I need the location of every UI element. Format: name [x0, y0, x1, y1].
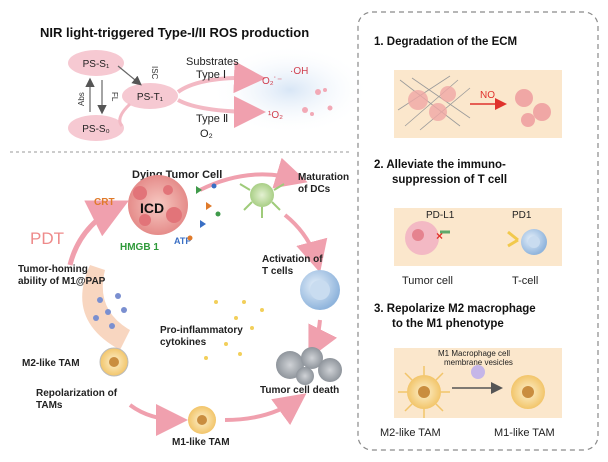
pd1-label: PD1 — [512, 210, 532, 221]
ps-t1-blob — [122, 83, 178, 109]
icd-label: ICD — [140, 200, 164, 216]
ps-s1-label: PS-S₁ — [83, 59, 110, 70]
pdt-label: PDT — [30, 229, 64, 248]
cycle-arrow-right-1 — [283, 213, 328, 273]
o2-label: O₂ — [200, 128, 213, 140]
m1-vesicles-label: M1 Macrophage cell membrane vesicles — [438, 349, 513, 367]
ps-s0-blob — [68, 115, 124, 141]
therapy-benefits-panel: 1. Degradation of the ECM NO 2. Alleviat… — [357, 11, 599, 451]
singlet-oxygen-label: ¹O₂ — [268, 110, 283, 121]
immune-cycle-panel: Dying Tumor Cell ICD CRT HMGB 1 ATP PDT … — [18, 157, 349, 448]
maturation-dcs-label-line1: Maturation — [298, 172, 349, 183]
damp-particles — [187, 183, 221, 241]
pd-t-cell — [521, 229, 547, 255]
type1-arrow — [176, 61, 266, 94]
isc-label: ISC — [150, 66, 159, 80]
m1-tam-label: M1-like TAM — [172, 437, 230, 448]
item3-title: 3. Repolarize M2 macrophage to the M1 ph… — [374, 303, 539, 330]
hmgb1-label: HMGB 1 — [120, 242, 159, 253]
cytokine-particles — [204, 300, 264, 360]
t-cell — [300, 270, 340, 310]
item2-title: 2. Alleviate the immuno- suppression of … — [374, 159, 509, 186]
cycle-arrow-top — [199, 157, 308, 192]
ecm-tumor-cells — [408, 86, 456, 121]
item3-title-line1: 3. Repolarize M2 macrophage — [374, 303, 536, 315]
cycle-arrow-to-death — [224, 393, 307, 426]
substrates-label: Substrates — [186, 56, 239, 68]
item2-title-line2: suppression of T cell — [392, 174, 507, 186]
superoxide-label: O₂˙⁻ — [262, 76, 282, 87]
pro-inflammatory-label-line2: cytokines — [160, 337, 207, 348]
pro-inflammatory-label-line1: Pro-inflammatory — [160, 325, 243, 336]
item1-title: 1. Degradation of the ECM — [374, 36, 517, 48]
no-label: NO — [480, 90, 495, 101]
m2-macrophage — [398, 366, 450, 418]
tumor-cell-label: Tumor cell — [402, 275, 453, 287]
tumor-homing-label-line2: ability of M1@PAP — [18, 276, 106, 287]
type2-arrow — [177, 95, 266, 128]
pdt-arrow — [67, 200, 129, 266]
activation-t-label-line1: Activation of — [262, 254, 323, 265]
hydroxyl-label: ·OH — [290, 66, 308, 77]
ros-panel-title: NIR light-triggered Type-I/II ROS produc… — [40, 25, 309, 40]
ps-s0-label: PS-S₀ — [82, 124, 110, 135]
m1-like-tam-right-label: M1-like TAM — [494, 427, 555, 439]
pd-tumor-cell — [405, 221, 439, 255]
crt-label: CRT — [94, 197, 115, 208]
repolarization-label-line1: Repolarization of — [36, 388, 118, 399]
free-tumor-cells — [515, 89, 551, 127]
dead-tumor-cells — [276, 347, 342, 385]
item3-title-line2: to the M1 phenotype — [392, 318, 504, 330]
m2-tam-cell — [99, 347, 129, 377]
atp-label: ATP — [174, 236, 191, 246]
cycle-arrow-bottom — [128, 403, 188, 436]
dying-tumor-cell — [128, 175, 188, 235]
vesicle — [471, 365, 485, 379]
repolarization-label-line2: TAMs — [36, 400, 63, 411]
m1-tam-cell — [188, 406, 216, 434]
tumor-cell-death-label: Tumor cell death — [260, 385, 339, 396]
block-x: × — [436, 229, 443, 243]
isc-arrow — [117, 65, 142, 86]
ps-t1-label: PS-T₁ — [137, 92, 164, 103]
ros-production-panel: NIR light-triggered Type-I/II ROS produc… — [10, 25, 370, 153]
type1-label: Type Ⅰ — [196, 69, 226, 81]
m1-vesicles-line2: membrane vesicles — [444, 358, 513, 367]
pd-l1-label: PD-L1 — [426, 210, 455, 221]
m1pap-particles — [93, 293, 127, 329]
activation-t-label-line2: T cells — [262, 266, 294, 277]
ros-molecules — [302, 88, 333, 116]
type2-label: Type Ⅱ — [196, 113, 228, 125]
m2-tam-label: M2-like TAM — [22, 358, 80, 369]
pd1-receptor — [507, 230, 519, 248]
item2-title-line1: 2. Alleviate the immuno- — [374, 159, 506, 171]
t-cell-label: T-cell — [512, 275, 538, 287]
m2-like-tam-right-label: M2-like TAM — [380, 427, 441, 439]
m1-macrophage — [511, 375, 545, 409]
fl-label: FL — [110, 92, 119, 102]
tumor-homing-label-line1: Tumor-homing — [18, 264, 88, 275]
m1-vesicles-line1: M1 Macrophage cell — [438, 349, 510, 358]
ps-s1-blob — [68, 50, 124, 76]
abs-label: Abs — [77, 92, 86, 106]
dendritic-cell — [239, 183, 285, 218]
maturation-dcs-label-line2: of DCs — [298, 184, 331, 195]
t1-to-s0-curve — [118, 102, 132, 127]
m1pap-wedge — [82, 265, 130, 350]
